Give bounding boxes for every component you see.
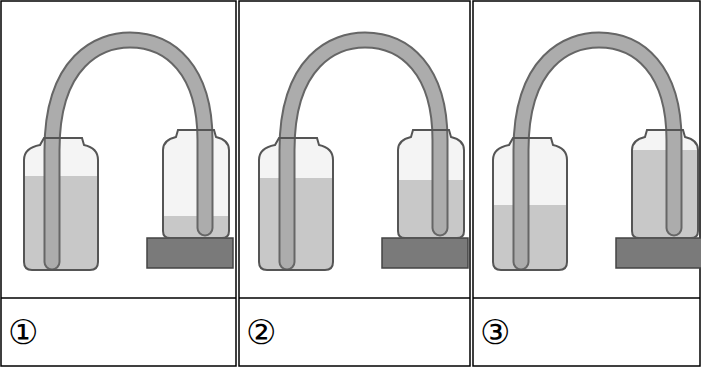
panel-number: ③ — [480, 315, 510, 349]
panel-number: ① — [8, 315, 38, 349]
siphon-setup — [489, 40, 701, 285]
siphon-setup — [255, 40, 468, 278]
siphon-setup — [20, 40, 233, 276]
panel-number: ② — [246, 315, 276, 349]
